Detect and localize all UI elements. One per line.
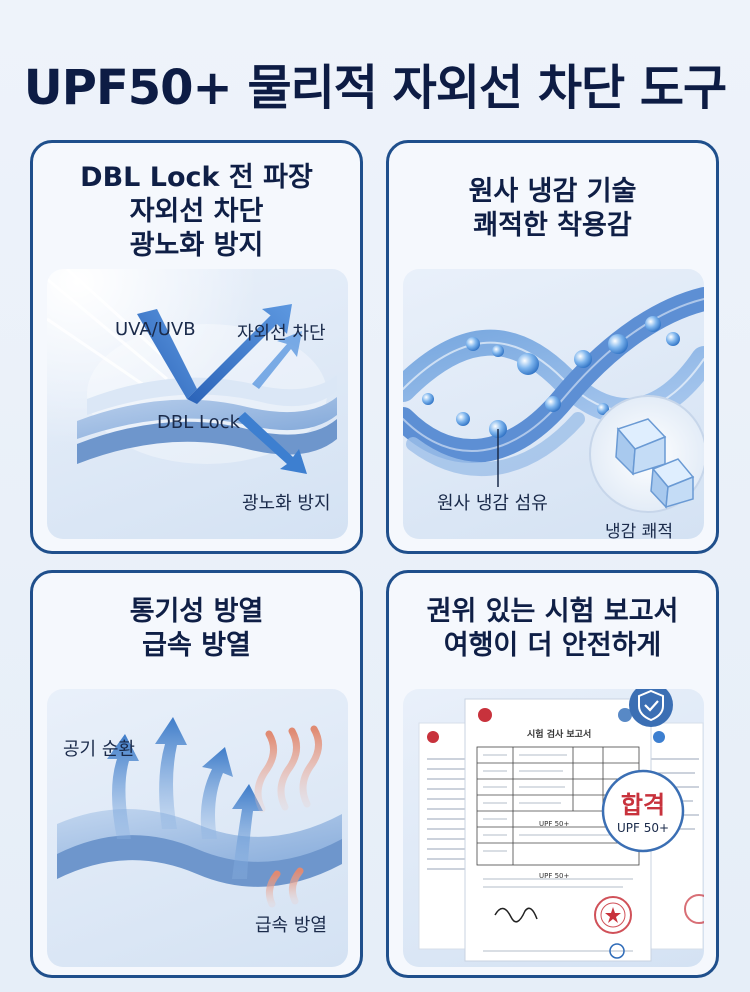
- sun-rays-icon: [47, 269, 179, 396]
- pass-stamp-sub: UPF 50+: [616, 821, 670, 835]
- label-air-circulation: 공기 순환: [63, 739, 135, 760]
- fabric-layers: [77, 375, 337, 464]
- report-doc-title: 시험 검사 보고서: [527, 730, 592, 740]
- cooling-beads: [422, 316, 680, 438]
- shield-check-icon: [629, 689, 673, 727]
- label-uv-block: 자외선 차단: [237, 323, 326, 344]
- label-cooling-fiber: 원사 냉감 섬유: [437, 493, 548, 514]
- fabric-sheet: [57, 809, 342, 887]
- card-breathable-heading: 통기성 방열 급속 방열: [129, 596, 264, 661]
- card-report-heading: 권위 있는 시험 보고서 여행이 더 안전하게: [426, 596, 679, 661]
- label-anti-aging: 광노화 방지: [242, 493, 331, 514]
- pass-stamp-title: 합격: [620, 791, 666, 819]
- breathable-illustration: 공기 순환 급속 방열: [47, 689, 348, 967]
- report-doc-value: UPF 50+: [539, 820, 570, 828]
- ice-cube-icon: [589, 395, 704, 513]
- card-cooling-heading: 원사 냉감 기술 쾌적한 착용감: [468, 176, 637, 241]
- card-breathable: 통기성 방열 급속 방열: [30, 570, 363, 978]
- report-illustration: 시험 검사 보고서 UPF 50+ UPF 50+ 합격 UPF 50+: [403, 689, 704, 967]
- card-test-report: 권위 있는 시험 보고서 여행이 더 안전하게: [386, 570, 719, 978]
- card-uv-heading: DBL Lock 전 파장 자외선 차단 광노화 방지: [80, 162, 313, 261]
- label-uva-uvb: UVA/UVB: [115, 319, 196, 340]
- cooling-illustration: 원사 냉감 섬유 냉감 쾌적: [403, 269, 704, 539]
- card-uv-protection: DBL Lock 전 파장 자외선 차단 광노화 방지: [30, 140, 363, 554]
- pass-stamp: [601, 769, 685, 853]
- seal-icon: [594, 896, 632, 934]
- heat-wave-icon: [254, 725, 322, 908]
- arrow-icon: [137, 304, 307, 474]
- label-rapid-heat: 급속 방열: [255, 915, 327, 936]
- label-dbl-lock: DBL Lock: [157, 412, 241, 433]
- page-title: UPF50+ 물리적 자외선 차단 도구: [23, 60, 727, 116]
- report-doc-value-2: UPF 50+: [539, 872, 570, 880]
- label-cool-comfort: 냉감 쾌적: [605, 522, 673, 539]
- card-cooling: 원사 냉감 기술 쾌적한 착용감: [386, 140, 719, 554]
- air-flow-arrow-icon: [107, 717, 263, 879]
- uv-illustration: UVA/UVB 자외선 차단 DBL Lock 광노화 방지: [47, 269, 348, 539]
